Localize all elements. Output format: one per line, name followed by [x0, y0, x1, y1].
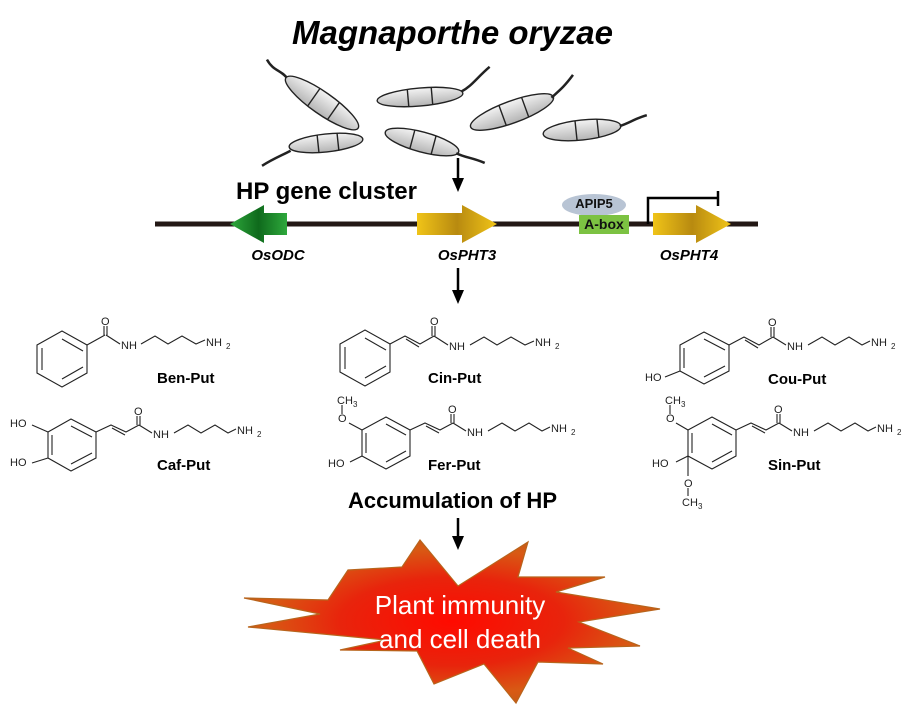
- compound-label: Cou-Put: [768, 371, 827, 388]
- gene-label-ospht4: OsPHT4: [659, 247, 719, 264]
- gene-arrow-ospht4: [653, 205, 731, 243]
- arrow-down-icon: [452, 158, 464, 192]
- a-box-element: [579, 215, 629, 234]
- atom-o: O: [430, 316, 439, 328]
- gene-label-ospht3: OsPHT3: [437, 247, 497, 264]
- outcome-burst: [243, 538, 661, 705]
- atom-nh2: NH: [877, 423, 893, 435]
- structure-cou-put: [664, 327, 871, 385]
- atom-o: O: [666, 413, 675, 425]
- atom-nh: NH: [793, 427, 809, 439]
- atom-ho: HO: [328, 458, 345, 470]
- spore: [469, 74, 574, 131]
- atom-nh2: NH: [551, 423, 567, 435]
- compound-label: Cin-Put: [428, 370, 482, 387]
- atom-o: O: [768, 317, 777, 329]
- atom-ho: HO: [10, 457, 27, 469]
- atom-ch3: CH: [665, 395, 681, 407]
- promoter-arrow: [646, 196, 718, 224]
- atom-o: O: [338, 413, 347, 425]
- structure-caf-put: [31, 416, 237, 472]
- diagram-title: Magnaporthe oryzae: [292, 14, 613, 51]
- atom-ch3: CH: [337, 395, 353, 407]
- atom-sub: 3: [353, 400, 358, 409]
- cluster-label: HP gene cluster: [236, 178, 417, 205]
- outcome-line-2: and cell death: [379, 624, 541, 654]
- structure-sin-put: [669, 405, 877, 496]
- gene-arrow-osodc-body: [230, 205, 287, 243]
- spore: [542, 113, 648, 142]
- compound-label: Sin-Put: [768, 457, 821, 474]
- atom-ch3: CH: [682, 497, 698, 509]
- atom-o: O: [101, 316, 110, 328]
- gene-label-osodc: OsODC: [251, 247, 305, 264]
- spore: [384, 127, 486, 165]
- compound-label: Caf-Put: [157, 457, 211, 474]
- atom-nh: NH: [153, 429, 169, 441]
- atom-ho: HO: [652, 458, 669, 470]
- atom-sub: 2: [897, 428, 902, 437]
- spore: [261, 132, 364, 167]
- apip5-label: APIP5: [575, 196, 613, 211]
- structure-fer-put: [341, 405, 551, 470]
- atom-ho: HO: [10, 418, 27, 430]
- outcome-line-1: Plant immunity: [374, 590, 546, 620]
- structure-cin-put: [339, 326, 535, 387]
- atom-o: O: [134, 406, 143, 418]
- atom-sub: 2: [555, 342, 560, 351]
- arrow-down-icon: [452, 268, 464, 304]
- atom-labels: O NH NH 2 O NH NH 2 O NH NH 2 HO HO HO O…: [10, 316, 902, 511]
- atom-sub: 3: [681, 400, 686, 409]
- structure-ben-put: [36, 326, 206, 388]
- atom-nh: NH: [121, 340, 137, 352]
- atom-sub: 2: [891, 342, 896, 351]
- apip5-protein: [562, 194, 626, 216]
- atom-o: O: [448, 404, 457, 416]
- atom-sub: 2: [571, 428, 576, 437]
- atom-nh2: NH: [535, 337, 551, 349]
- atom-nh: NH: [787, 341, 803, 353]
- atom-o: O: [774, 404, 783, 416]
- atom-nh2: NH: [871, 337, 887, 349]
- atom-o: O: [684, 478, 693, 490]
- atom-nh2: NH: [237, 425, 253, 437]
- accumulation-label: Accumulation of HP: [347, 488, 557, 513]
- arrow-down-icon: [452, 518, 464, 550]
- compound-label: Ben-Put: [157, 370, 215, 387]
- spore-group: [261, 58, 648, 167]
- atom-sub: 2: [226, 342, 231, 351]
- gene-arrow-ospht3: [417, 205, 497, 243]
- atom-sub: 3: [698, 502, 703, 511]
- spore: [265, 58, 360, 131]
- atom-nh: NH: [467, 427, 483, 439]
- compound-label: Fer-Put: [428, 457, 481, 474]
- atom-ho: HO: [645, 372, 662, 384]
- atom-nh: NH: [449, 341, 465, 353]
- a-box-label: A-box: [584, 216, 624, 232]
- spore: [376, 65, 491, 108]
- atom-nh2: NH: [206, 337, 222, 349]
- atom-sub: 2: [257, 430, 262, 439]
